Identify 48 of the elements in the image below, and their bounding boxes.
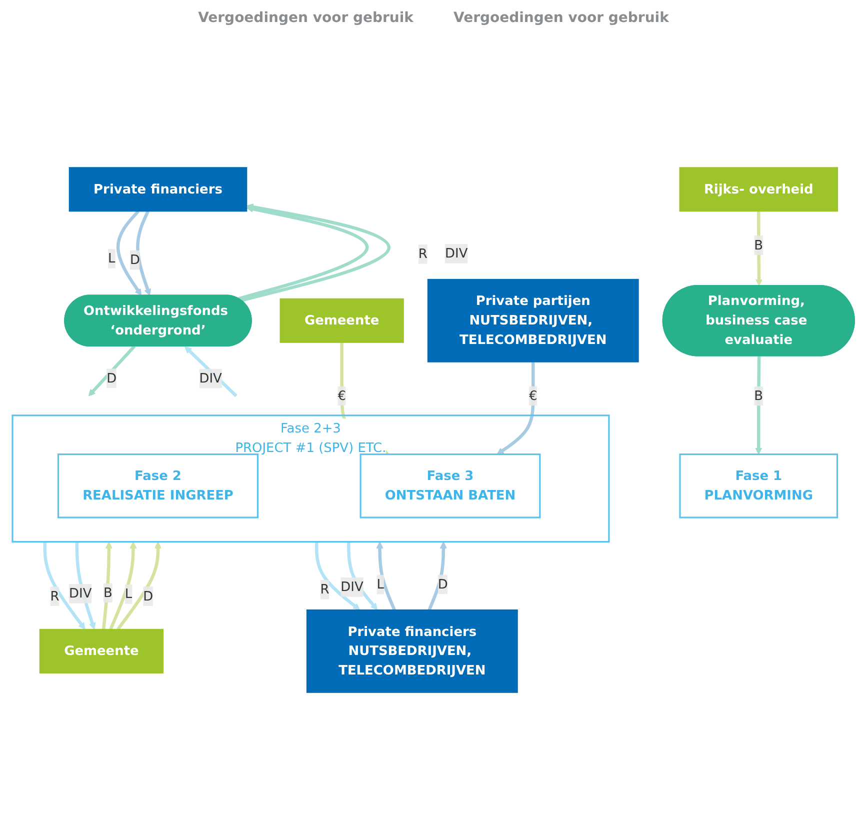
- arrow: [238, 206, 369, 300]
- edge-label: D: [130, 252, 140, 268]
- node-box: Private financiers NUTSBEDRIJVEN, TELECOMBEDRIJVEN: [306, 609, 518, 693]
- arrow: [75, 542, 96, 630]
- arrow: [428, 541, 447, 610]
- arrow: [116, 210, 142, 296]
- edge-label: €: [338, 388, 346, 404]
- edge-label: L: [108, 250, 116, 266]
- node-box: Private financiers: [68, 167, 248, 212]
- edge-label: R: [418, 246, 428, 262]
- note-text: Vergoedingen voor gebruik: [198, 10, 414, 26]
- edge-label: D: [143, 588, 154, 604]
- edge-label: DIV: [199, 370, 222, 386]
- arrow: [184, 346, 238, 398]
- arrow: [88, 345, 136, 396]
- node-box: Fase 1 PLANVORMING: [679, 454, 838, 518]
- edge-label: D: [106, 370, 117, 386]
- edge-label: DIV: [69, 586, 92, 601]
- arrow: [109, 541, 137, 630]
- edge-label: €: [528, 388, 538, 404]
- edge-label: DIV: [445, 246, 468, 261]
- node-box: Fase 3 ONTSTAAN BATEN: [360, 454, 541, 518]
- arrow: [314, 542, 360, 610]
- edge-label: L: [124, 586, 132, 602]
- node-box: Gemeente: [39, 628, 164, 674]
- note-text: Vergoedingen voor gebruik: [454, 10, 669, 26]
- arrow: [240, 203, 391, 302]
- edge-label: B: [754, 237, 764, 253]
- node-box: Gemeente: [280, 298, 404, 343]
- edge-label: R: [50, 588, 60, 604]
- edge-label: R: [320, 582, 330, 597]
- arrow: [136, 210, 151, 296]
- edge-label: B: [754, 388, 764, 404]
- node-box: Rijks- overheid: [679, 167, 838, 212]
- edge-label: D: [438, 576, 448, 592]
- arrow: [755, 211, 763, 286]
- node-box: Fase 2 REALISATIE INGREEP: [57, 454, 259, 518]
- arrow: [116, 541, 162, 630]
- arrow: [376, 541, 396, 610]
- arrow: [102, 541, 112, 630]
- edge-label: DIV: [340, 579, 364, 594]
- edge-label: B: [104, 584, 112, 600]
- node-box: Private partijen NUTSBEDRIJVEN, TELECOMBEDRIJVEN: [427, 278, 639, 362]
- arrow: [755, 356, 762, 455]
- arrow: [43, 542, 86, 630]
- edge-label: L: [376, 576, 384, 592]
- arrow: [496, 362, 535, 455]
- arrow: [347, 542, 378, 610]
